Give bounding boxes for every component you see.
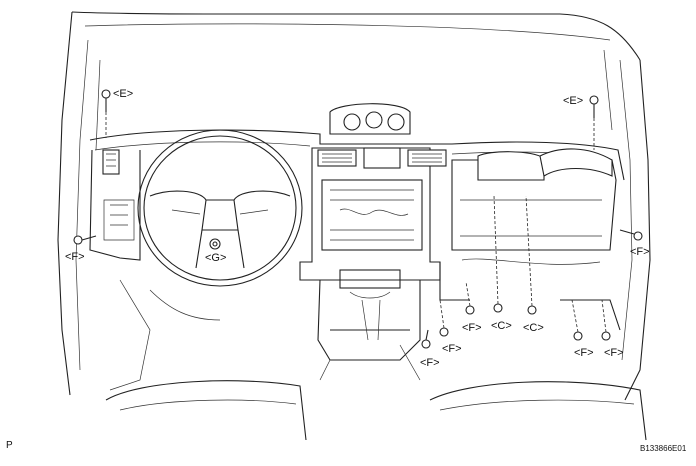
passenger-airbag [477, 151, 545, 181]
label-f-right: <F> [630, 246, 650, 258]
label-f-left: <F> [65, 251, 85, 263]
label-f-low1: <F> [462, 322, 482, 334]
bolt-f-right [619, 229, 643, 241]
bolt-c-low1 [493, 195, 503, 313]
corner-mark: P [6, 440, 13, 451]
label-c-low2: <C> [523, 322, 544, 334]
label-e-right: <E> [563, 95, 584, 107]
bolt-f-low2 [439, 299, 449, 337]
label-f-low2: <F> [442, 343, 462, 355]
center-display [363, 147, 401, 169]
figure-code: B133866E01 [640, 444, 687, 453]
right-seat [429, 381, 647, 441]
bolt-f-low1 [465, 281, 475, 315]
bolt-f-low4 [571, 299, 583, 341]
left-vent [102, 149, 120, 175]
label-f-low5: <F> [604, 347, 624, 359]
windshield-frame [71, 11, 641, 61]
bolt-c-low2 [525, 195, 537, 315]
bolt-f-left [73, 235, 97, 245]
label-f-low4: <F> [574, 347, 594, 359]
bolt-f-low5 [601, 299, 611, 341]
bolt-e-right [589, 95, 599, 150]
bolt-f-low3 [421, 329, 431, 349]
bolt-g-center [209, 238, 221, 250]
label-e-left: <E> [113, 88, 134, 100]
dashboard-top [89, 129, 625, 181]
label-f-low3: <F> [420, 357, 440, 369]
lower-console [317, 279, 421, 361]
label-c-low1: <C> [491, 320, 512, 332]
right-a-pillar [624, 59, 651, 401]
bolt-e-left [101, 89, 111, 138]
left-seat [105, 380, 307, 441]
left-a-pillar [57, 11, 73, 396]
label-g-center: <G> [205, 252, 227, 264]
steering-wheel [137, 129, 303, 287]
